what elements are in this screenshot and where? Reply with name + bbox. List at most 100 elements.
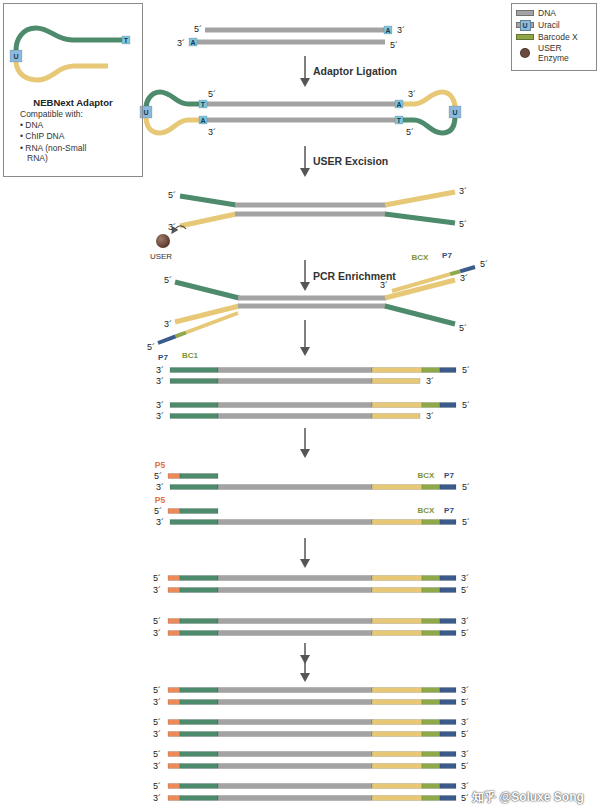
strand-end-label: 3´ bbox=[461, 750, 469, 759]
strand-end-label: 3´ bbox=[156, 377, 164, 386]
strand-end-label: 3´ bbox=[156, 483, 164, 492]
enzyme-label: USER bbox=[150, 253, 172, 261]
uracil-letter: U bbox=[13, 53, 18, 60]
strand-end-label: 5´ bbox=[462, 518, 470, 527]
strand-end-label: 5´ bbox=[164, 276, 172, 285]
uracil-box bbox=[140, 106, 152, 118]
base-letter: U bbox=[452, 109, 457, 116]
strand-end-label: 5´ bbox=[461, 762, 469, 771]
base-cap bbox=[189, 38, 197, 46]
strand-end-label: 5´ bbox=[153, 574, 161, 583]
p5-primer bbox=[168, 509, 218, 514]
strand-end-label: 3´ bbox=[397, 26, 405, 35]
adaptor-arm bbox=[175, 282, 239, 298]
library-strand bbox=[168, 784, 456, 789]
y-adaptor-fragment bbox=[156, 192, 455, 248]
legend-swatch bbox=[520, 48, 530, 58]
strand-end-label: 3´ bbox=[168, 223, 176, 232]
adaptor-heading: NEBNext Adaptor bbox=[33, 98, 112, 108]
strand-end-label: 3´ bbox=[380, 281, 388, 290]
strand-end-label: 3´ bbox=[156, 366, 164, 375]
adaptor-legend-box: TUNEBNext AdaptorCompatible with:• DNA• … bbox=[3, 3, 143, 177]
primer-label: P5 bbox=[155, 496, 165, 505]
library-strand bbox=[168, 619, 456, 624]
dna-strand bbox=[207, 102, 395, 107]
p5-primer bbox=[168, 474, 218, 479]
library-strand bbox=[170, 485, 456, 490]
base-cap bbox=[395, 100, 403, 108]
arrow-head bbox=[300, 78, 310, 87]
primer-label: P7 bbox=[442, 252, 452, 260]
adaptor-tan-arm bbox=[16, 62, 108, 80]
base-letter: U bbox=[143, 109, 148, 116]
strand-end-label: 5´ bbox=[459, 220, 467, 229]
base-cap bbox=[199, 116, 207, 124]
step-label: Adaptor Ligation bbox=[313, 66, 397, 77]
strand-end-label: 5´ bbox=[153, 617, 161, 626]
strand-end-label: 5´ bbox=[153, 686, 161, 695]
step-arrow bbox=[304, 260, 306, 283]
strand-end-label: 5´ bbox=[154, 507, 162, 516]
pcr-primed-fragment bbox=[158, 267, 475, 343]
legend-swatch bbox=[516, 10, 534, 16]
strand-end-label: 3´ bbox=[208, 128, 216, 137]
uracil-box bbox=[10, 50, 22, 62]
template-strand bbox=[170, 414, 420, 419]
library-strand bbox=[168, 796, 456, 801]
adaptor-arm bbox=[385, 192, 455, 205]
primer-label: P7 bbox=[444, 507, 454, 515]
dna-fragment bbox=[189, 26, 392, 46]
strand-end-label: 3´ bbox=[153, 762, 161, 771]
base-cap bbox=[395, 116, 403, 124]
legend-text: Uracil bbox=[538, 20, 584, 30]
strand-end-label: 5´ bbox=[462, 401, 470, 410]
strand-end-label: 3´ bbox=[177, 39, 185, 48]
watermark: 知乎 @Soluxe Song bbox=[472, 791, 584, 803]
compat-heading: Compatible with: bbox=[20, 110, 83, 119]
barcode-segment bbox=[176, 333, 186, 337]
legend-text: USER Enzyme bbox=[538, 43, 584, 63]
uracil-box bbox=[449, 106, 461, 118]
arrow-head bbox=[300, 282, 310, 291]
strand-end-label: 3´ bbox=[461, 686, 469, 695]
arrow-head bbox=[300, 168, 310, 177]
adaptor-arm bbox=[385, 306, 455, 324]
library-strand bbox=[168, 720, 456, 725]
arrow-head bbox=[300, 449, 310, 458]
base-letter: T bbox=[201, 101, 205, 108]
strand-end-label: 3´ bbox=[153, 730, 161, 739]
legend-text: DNA bbox=[538, 8, 584, 18]
step-arrow bbox=[304, 428, 306, 450]
arrow-head bbox=[300, 347, 310, 356]
strand-end-label: 5´ bbox=[390, 41, 398, 50]
compat-item: • DNA bbox=[20, 121, 43, 130]
step-arrow bbox=[304, 538, 306, 560]
primer-segment bbox=[392, 274, 450, 291]
strand-end-label: 5´ bbox=[461, 730, 469, 739]
adaptor-arm bbox=[175, 306, 239, 322]
legend-swatch bbox=[516, 34, 534, 40]
compat-item: • ChIP DNA bbox=[20, 132, 64, 141]
strand-end-label: 5´ bbox=[461, 629, 469, 638]
strand-end-label: 3´ bbox=[426, 412, 434, 421]
arrow-head bbox=[300, 655, 310, 664]
dna-strand bbox=[205, 28, 384, 33]
p7-segment bbox=[158, 336, 176, 343]
adaptor-green-arm bbox=[146, 92, 199, 108]
barcode-label: BC1 bbox=[182, 352, 198, 360]
base-letter: A bbox=[190, 39, 195, 46]
strand-end-label: 3´ bbox=[426, 377, 434, 386]
compat-item: • RNA (non-Small RNA) bbox=[20, 143, 97, 163]
base-cap bbox=[122, 36, 130, 44]
adaptor-arm bbox=[180, 214, 236, 226]
adaptor-arm bbox=[385, 214, 455, 223]
base-letter: A bbox=[396, 101, 401, 108]
base-letter: U bbox=[522, 22, 527, 29]
strand-end-label: 5´ bbox=[461, 586, 469, 595]
base-letter: A bbox=[385, 27, 390, 34]
library-strand bbox=[170, 520, 456, 525]
strand-end-label: 3´ bbox=[153, 586, 161, 595]
library-strand bbox=[168, 688, 456, 693]
strand-end-label: 3´ bbox=[460, 274, 468, 283]
